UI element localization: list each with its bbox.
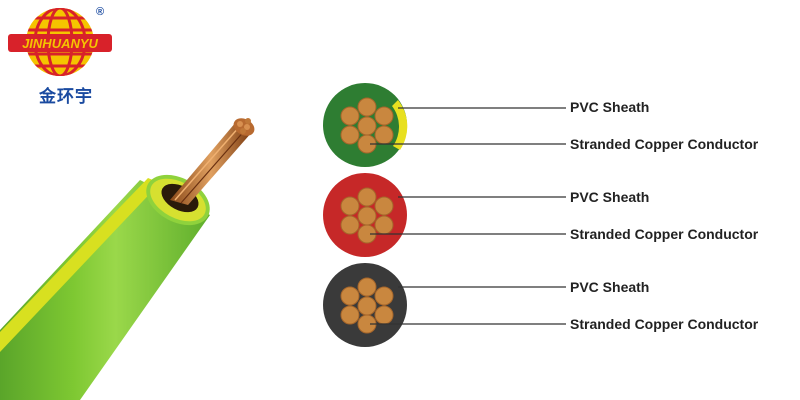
sheath-label-1: PVC Sheath [570, 99, 650, 115]
sheath-label-2: PVC Sheath [570, 189, 650, 205]
conductor-label-2: Stranded Copper Conductor [570, 226, 759, 242]
globe-logo-icon: JINHUANYU [8, 8, 112, 76]
cross-section-green [323, 83, 566, 167]
cross-section-red [323, 173, 566, 257]
registered-mark: ® [96, 6, 105, 18]
cable-yellow-stripe [0, 178, 160, 352]
cable-illustration [0, 118, 255, 400]
cross-section-gray [323, 263, 566, 347]
brand-logo: JINHUANYU ® 金环宇 [0, 0, 120, 112]
conductor-label-3: Stranded Copper Conductor [570, 316, 759, 332]
conductor-strands [340, 97, 394, 154]
sheath-yellow-stripe [392, 100, 408, 150]
brand-name-cn: 金环宇 [39, 87, 93, 107]
copper-strands [170, 118, 255, 205]
conductor-strands [340, 277, 394, 334]
conductor-label-1: Stranded Copper Conductor [570, 136, 759, 152]
brand-wordmark: JINHUANYU [22, 36, 98, 51]
cable-sheath [0, 180, 210, 400]
sheath-label-3: PVC Sheath [570, 279, 650, 295]
cross-section-diagram [323, 83, 566, 347]
conductor-strands [340, 187, 394, 244]
